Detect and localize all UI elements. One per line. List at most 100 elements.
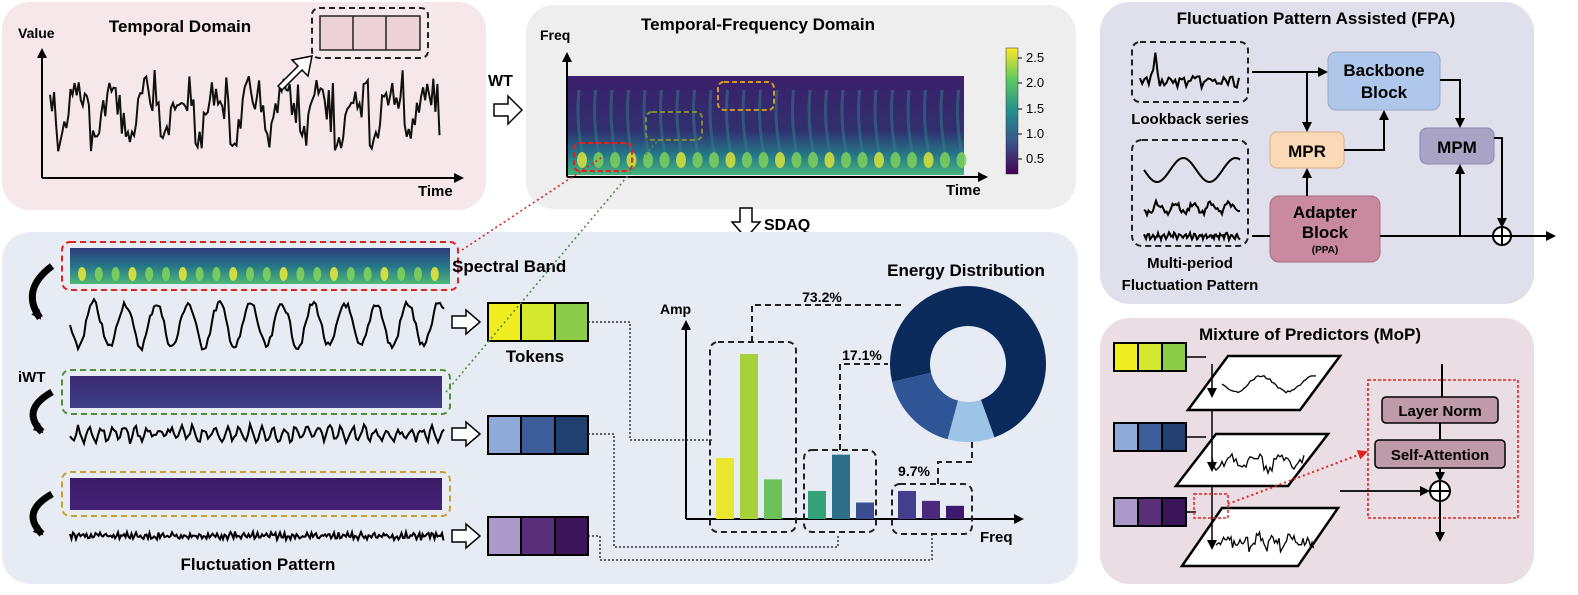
layer-norm-label: Layer Norm [1398,403,1481,420]
adapter-label-2: Block [1302,223,1349,242]
energy-bar [808,490,826,519]
adapter-block [1269,195,1381,263]
mop-title: Mixture of Predictors (MoP) [1199,325,1421,344]
spectral-band-label: Spectral Band [452,257,566,276]
fpa-panel: Fluctuation Pattern Assisted (FPA) Lookb… [1100,2,1556,304]
prediction-curve-1 [1221,374,1317,394]
tf-domain-title: Temporal-Frequency Domain [641,15,875,34]
adapter-sub-label: (PPA) [1312,245,1338,256]
share-connector [751,304,902,342]
spectral-band-low [61,241,459,291]
prediction-curve-2 [1211,452,1305,476]
sdaq-arrow-icon [730,207,762,240]
tf-time-axis-label: Time [946,182,981,199]
share-label-low: 73.2% [802,289,842,305]
multiperiod-box [1131,139,1249,247]
energy-bar [764,479,782,519]
energy-group-box-mid [803,449,877,533]
mpr-label: MPR [1288,142,1326,161]
colorbar-tick: 1.0 [1026,126,1044,141]
period-wave-high [1143,229,1241,244]
iwt-label: iWT [18,369,46,386]
fpa-connector [1494,137,1507,228]
hollow-arrow-icon [451,522,482,550]
spectral-band-high [61,471,451,517]
energy-bar [946,505,964,519]
energy-bar [856,502,874,519]
mid-freq-region [645,111,703,141]
wt-arrow-icon [493,94,524,126]
time-axis-label: Time [418,183,453,200]
high-freq-region [717,81,775,111]
predictor-plane-2 [1173,432,1331,488]
share-label-high: 9.7% [898,463,930,479]
token-connector [588,321,712,441]
energy-bar [922,500,940,519]
low-freq-wave [69,297,445,353]
colorbar-tick: 1.5 [1026,101,1044,116]
energy-bar [716,457,734,519]
mop-token-mid [1113,422,1187,452]
diagonal-arrow-icon [276,55,313,92]
colorbar-tick: 0.5 [1026,151,1044,166]
mpm-label: MPM [1437,138,1477,157]
colorbar-tick: 2.0 [1026,75,1044,90]
curved-arrow-icon [29,388,54,435]
tokens-label: Tokens [506,347,564,366]
energy-title: Energy Distribution [887,261,1045,280]
donut-slice [892,372,959,440]
hollow-arrow-icon [451,420,482,448]
predictor-plane-1 [1185,354,1343,412]
backbone-label-1: Backbone [1343,61,1424,80]
temporal-domain-panel: Temporal Domain Value Time [2,2,486,210]
value-axis-label: Value [18,25,55,41]
fpa-title: Fluctuation Pattern Assisted (FPA) [1177,9,1456,28]
spectral-band-mid [61,369,451,415]
token-group-high [487,516,589,556]
share-connector [839,363,888,450]
amp-axis-label: Amp [660,301,691,317]
decomposition-panel: Spectral Band iWT Tokens [2,139,1078,584]
energy-donut [890,286,1046,442]
fpa-connector [1344,110,1389,151]
self-attention-label: Self-Attention [1391,447,1489,464]
token-connector [588,433,839,548]
colorbar [1005,47,1019,175]
token-group-mid [487,415,589,455]
mid-freq-wave [69,420,445,447]
mop-token-low [1113,342,1187,372]
band-low-hotspots [78,267,439,281]
donut-slice [890,286,1046,438]
token-connector [588,534,933,561]
energy-group-box-high [891,483,973,535]
region-link [461,155,605,251]
energy-bar [740,354,758,519]
token-group-low [487,302,589,342]
donut-slice [947,399,995,442]
high-freq-wave [69,528,445,544]
period-wave-mid [1143,197,1241,219]
tf-domain-panel: Temporal-Frequency Domain Freq Time 2.5 … [526,5,1076,209]
share-label-mid: 17.1% [842,347,882,363]
attention-source-box [1193,493,1229,519]
lookback-box [1131,41,1249,103]
hollow-arrow-icon [451,308,482,336]
energy-freq-axis-label: Freq [980,529,1013,546]
sdaq-label: SDAQ [764,217,810,234]
wt-label: WT [488,73,513,90]
fpa-connector [1440,79,1465,128]
curved-arrow-icon [28,263,55,321]
fluctuation-pattern-label: Fluctuation Pattern [181,555,336,574]
colorbar-tick: 2.5 [1026,50,1044,65]
temporal-series-line [49,69,441,152]
backbone-label-2: Block [1361,83,1408,102]
temporal-domain-title: Temporal Domain [109,17,251,36]
multiperiod-label-2: Fluctuation Pattern [1122,277,1259,294]
curved-arrow-icon [29,490,54,537]
lookback-series-line [1139,52,1240,92]
energy-bar [832,454,850,519]
prediction-curve-3 [1215,530,1315,555]
energy-bar [898,490,916,519]
energy-bars [716,354,964,519]
